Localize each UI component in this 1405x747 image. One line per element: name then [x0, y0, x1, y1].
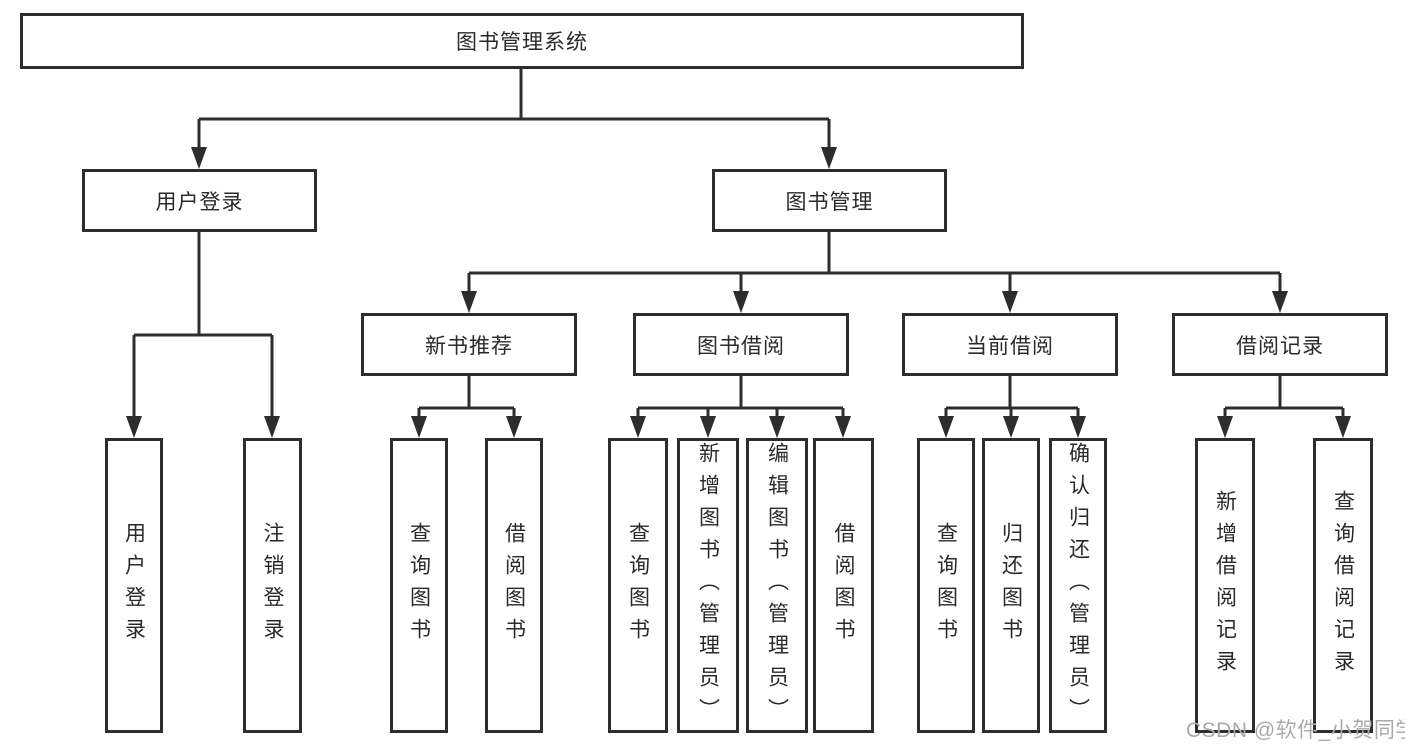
node-label: 归还图书	[999, 521, 1023, 650]
node-label: 借阅图书	[502, 521, 526, 650]
arrowhead-icon	[461, 291, 477, 313]
node-query-books-recommend: 查询图书	[390, 438, 448, 733]
node-logout: 注销登录	[243, 438, 302, 733]
watermark-text: CSDN @软件_小贺同学	[1186, 719, 1405, 742]
arrowhead-icon	[835, 416, 851, 438]
node-borrow-books-borrowing: 借阅图书	[813, 438, 874, 733]
arrowhead-icon	[1272, 291, 1288, 313]
arrowhead-icon	[506, 416, 522, 438]
arrowhead-icon	[1070, 416, 1086, 438]
arrowhead-icon	[1003, 416, 1019, 438]
node-library-management-system: 图书管理系统	[20, 13, 1024, 69]
node-label: 借阅记录	[1236, 334, 1324, 358]
node-new-book-recommendation: 新书推荐	[361, 313, 577, 376]
node-label: 图书借阅	[697, 334, 785, 358]
node-label: 当前借阅	[966, 334, 1054, 358]
node-borrow-books-recommend: 借阅图书	[485, 438, 543, 733]
node-borrowing-records: 借阅记录	[1172, 313, 1388, 376]
arrowhead-icon	[1217, 416, 1233, 438]
node-label: 确认归还（管理员）	[1066, 441, 1090, 730]
node-edit-book-admin: 编辑图书（管理员）	[746, 438, 808, 733]
node-confirm-return-admin: 确认归还（管理员）	[1049, 438, 1107, 733]
node-label: 编辑图书（管理员）	[765, 441, 789, 730]
node-label: 新增借阅记录	[1213, 489, 1237, 682]
arrowhead-icon	[630, 416, 646, 438]
node-book-borrowing: 图书借阅	[633, 313, 849, 376]
node-add-borrow-record: 新增借阅记录	[1195, 438, 1255, 733]
node-label: 查询借阅记录	[1331, 489, 1355, 682]
node-label: 查询图书	[407, 521, 431, 650]
arrowheads	[126, 147, 1351, 438]
node-label: 新增图书（管理员）	[696, 441, 720, 730]
node-label: 新书推荐	[425, 334, 513, 358]
arrowhead-icon	[411, 416, 427, 438]
node-label: 用户登录	[122, 521, 146, 650]
node-label: 注销登录	[261, 521, 284, 650]
arrowhead-icon	[938, 416, 954, 438]
arrowhead-icon	[126, 416, 142, 438]
arrowhead-icon	[821, 147, 837, 169]
arrowhead-icon	[264, 416, 280, 438]
arrowhead-icon	[191, 147, 207, 169]
node-user-login-group: 用户登录	[82, 169, 317, 232]
arrowhead-icon	[733, 291, 749, 313]
arrowhead-icon	[1335, 416, 1351, 438]
arrowhead-icon	[769, 416, 785, 438]
node-label: 查询图书	[626, 521, 650, 650]
node-query-books-current: 查询图书	[917, 438, 975, 733]
arrowhead-icon	[1002, 291, 1018, 313]
node-user-login: 用户登录	[105, 438, 163, 733]
node-label: 图书管理	[785, 190, 874, 214]
node-query-borrow-record: 查询借阅记录	[1313, 438, 1373, 733]
node-label: 用户登录	[155, 190, 244, 214]
node-label: 查询图书	[934, 521, 958, 650]
node-return-book: 归还图书	[982, 438, 1040, 733]
arrowhead-icon	[700, 416, 716, 438]
node-label: 图书管理系统	[456, 31, 588, 54]
node-add-book-admin: 新增图书（管理员）	[677, 438, 739, 733]
node-book-management: 图书管理	[712, 169, 947, 232]
node-query-books-borrowing: 查询图书	[608, 438, 668, 733]
node-current-borrowing: 当前借阅	[902, 313, 1118, 376]
node-label: 借阅图书	[832, 521, 855, 650]
